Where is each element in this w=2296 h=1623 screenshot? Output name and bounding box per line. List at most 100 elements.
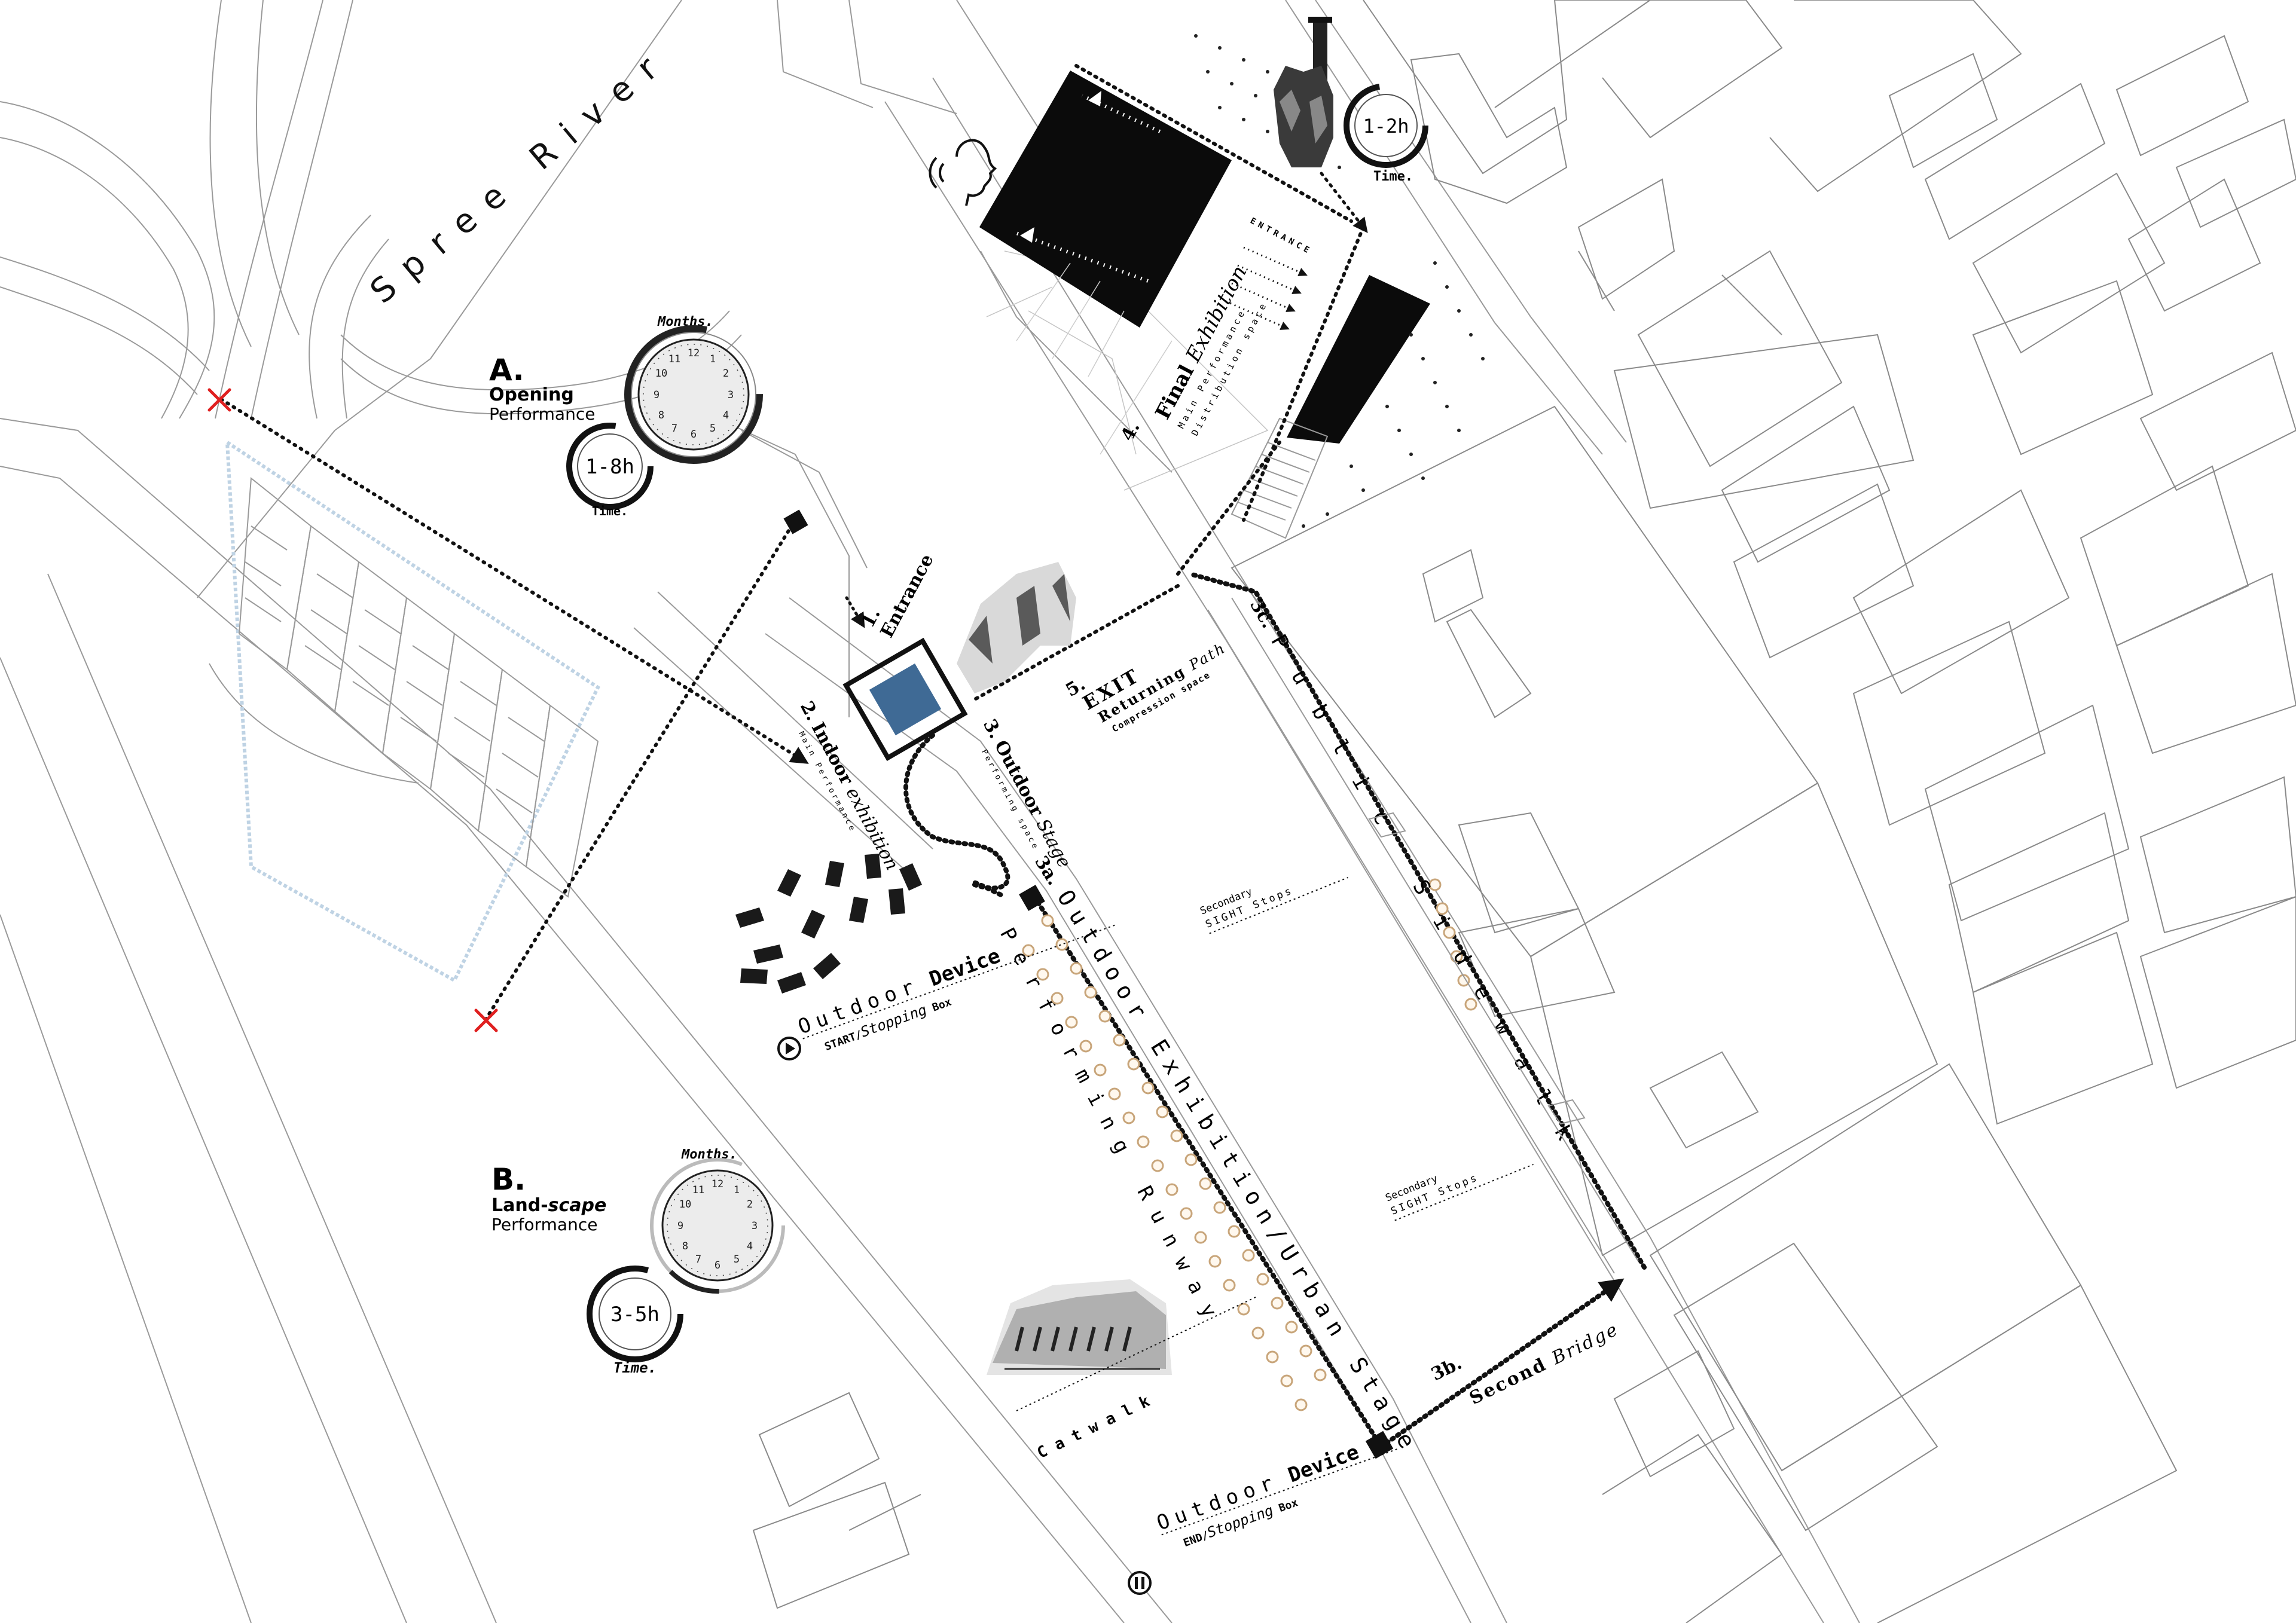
s2-label: Indoor exhibition [807, 719, 903, 874]
river-label: Spree River [363, 38, 677, 311]
perf-a-time-dial: 1-8h Time. [566, 423, 654, 518]
clock-num: 1 [734, 1184, 740, 1196]
station-3c: 3c. Public Sidewalk [1245, 596, 1590, 1169]
route-to-final [1176, 441, 1281, 576]
perf-a-months-clock: Months. 12 1 2 3 4 5 6 7 8 9 10 11 [624, 314, 763, 464]
route-final-edge-left [1074, 64, 1353, 223]
performance-b: B. Land-scape Performance Months. 12 1 2… [491, 1147, 786, 1376]
city-blocks [1231, 0, 2296, 1623]
outdoor-device-end: Outdoor Device END/Stopping Box [1128, 1440, 1398, 1595]
start-device-title-bold: Device [926, 944, 1003, 992]
route-final-edge-right [1242, 225, 1365, 522]
s5-label2-em: Path [1186, 639, 1229, 674]
clock-num: 12 [688, 347, 700, 359]
dot-grid [1194, 34, 1485, 528]
start-device-sub-main: START/ [823, 1028, 863, 1053]
final-stair [1231, 417, 1329, 539]
clock-num: 6 [715, 1260, 720, 1271]
station-1-figures [957, 562, 1076, 693]
clock-num: 9 [677, 1220, 683, 1232]
clock-num: 2 [723, 368, 729, 380]
device-box-start [1019, 885, 1045, 911]
end-device-title-bold: Device [1285, 1440, 1362, 1488]
clock-num: 11 [692, 1184, 704, 1196]
final-time-dial: 1-2h Time. [1344, 83, 1428, 184]
s3-num: 3. [979, 716, 1006, 742]
sight-stop-2: Secondary SIGHT Stops [1384, 1163, 1534, 1221]
s3c-num: 3c. [1245, 596, 1278, 632]
clock-num: 3 [752, 1220, 758, 1232]
perf-b-title-main: Land- [491, 1195, 548, 1216]
clock-num: 7 [695, 1254, 701, 1266]
route-entrance-indoor [845, 596, 865, 628]
column-figure [1274, 17, 1333, 167]
clock-num: 8 [682, 1240, 688, 1252]
route-top-column [1320, 172, 1368, 233]
clock-num: 3 [728, 389, 734, 401]
play-icon [777, 1037, 801, 1060]
perf-a-subtitle: Performance [489, 404, 595, 424]
route-exit-path [973, 584, 1180, 701]
routes [219, 64, 1647, 1449]
route-indoor-stage [903, 733, 1010, 899]
clock-num: 12 [712, 1178, 723, 1190]
sidewalk-rails [1207, 597, 1639, 1274]
clock-num: 10 [679, 1199, 691, 1211]
clock-num: 6 [691, 429, 697, 441]
station-3b: 3b. Second Bridge [1428, 1319, 1622, 1409]
perf-a-time-label: Time. [592, 504, 628, 518]
device-box-top [783, 509, 808, 534]
s3c-label: Public Sidewalk [1266, 631, 1590, 1169]
perf-a-letter: A. [489, 353, 524, 387]
perf-b-subtitle: Performance [491, 1215, 597, 1234]
cross-marker-icon [207, 388, 498, 1032]
end-device-sub-main: END/ [1181, 1529, 1210, 1549]
perf-b-time-dial: 3-5h Time. [587, 1266, 683, 1376]
route-second-bridge [1379, 1278, 1625, 1449]
perf-b-duration: 3-5h [610, 1303, 660, 1326]
pause-icon [1128, 1571, 1152, 1595]
perf-a-duration: 1-8h [585, 455, 634, 479]
start-device-sub-bold: Box [930, 996, 953, 1014]
route-b-diagonal [484, 518, 797, 1022]
clock-num: 10 [655, 368, 667, 380]
final-black-box-large [979, 71, 1232, 328]
clock-num: 7 [671, 423, 677, 435]
s3b-num: 3b. [1428, 1353, 1465, 1385]
route-public-sidewalk [1187, 571, 1647, 1270]
parking-lot [225, 439, 600, 983]
perf-b-clock-numbers: 12 1 2 3 4 5 6 7 8 9 10 11 [677, 1178, 758, 1271]
runway-lamps [1022, 878, 1477, 1411]
catwalk-label: Catwalk [1034, 1388, 1161, 1462]
clock-num: 4 [747, 1240, 753, 1252]
station-3: 3. Outdoor Stage Performing space [979, 716, 1075, 872]
clock-num: 1 [710, 353, 716, 365]
end-device-sub-bold: Box [1277, 1496, 1300, 1515]
perf-a-title: Opening [489, 384, 574, 405]
final-exhibition: 4. Final Exhibition Main Performance Dis… [929, 17, 1485, 539]
performance-a: A. Opening Performance Months. 12 1 2 3 … [489, 314, 763, 518]
sight-stop-1: Secondary SIGHT Stops [1198, 876, 1348, 934]
indoor-exhibition-box [842, 637, 968, 762]
device-box-end [1365, 1431, 1394, 1459]
clock-num: 11 [668, 353, 680, 365]
listening-head-icon [929, 139, 997, 206]
final-duration: 1-2h [1363, 115, 1409, 137]
perf-b-months-clock: Months. 12 1 2 3 4 5 6 7 8 9 10 11 [649, 1147, 786, 1294]
s4-entrance: ENTRANCE [1248, 216, 1314, 256]
station-5: 5. EXIT Returning Path Compression space [1062, 639, 1229, 734]
final-time-label: Time. [1373, 169, 1413, 184]
clock-num: 2 [747, 1199, 753, 1211]
route-a-to-entrance [219, 398, 809, 764]
perf-b-title-em: scape [548, 1195, 607, 1216]
perf-b-time-label: Time. [613, 1359, 657, 1376]
clock-num: 4 [723, 409, 729, 421]
start-fan-figures [735, 854, 922, 994]
s2-num: 2. [796, 698, 823, 724]
s1-label: Entrance [877, 551, 938, 641]
s3b-label-em: Bridge [1548, 1319, 1622, 1370]
clock-num: 9 [654, 389, 660, 401]
clock-num: 5 [710, 423, 716, 435]
